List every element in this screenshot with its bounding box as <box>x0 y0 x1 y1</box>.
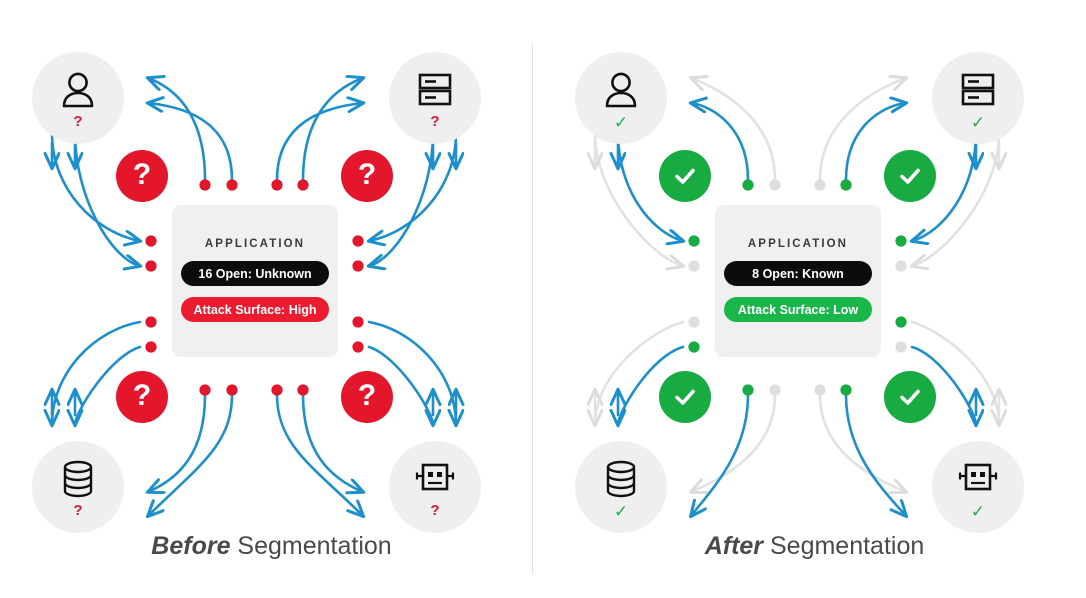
node-status-after: ✓ <box>613 501 629 521</box>
question-mark-icon: ? <box>132 379 152 412</box>
caption-emphasis: Before <box>151 532 231 560</box>
node-database-before[interactable]: ? <box>32 441 124 533</box>
robot-icon <box>415 463 455 490</box>
badge-unknown-top-left[interactable]: ? <box>116 150 168 202</box>
node-status-after: ✓ <box>970 112 986 132</box>
application-card-before: APPLICATION 16 Open: Unknown Attack Surf… <box>172 205 338 357</box>
robot-icon <box>958 463 998 490</box>
application-card-after: APPLICATION 8 Open: Known Attack Surface… <box>715 205 881 357</box>
caption-rest: Segmentation <box>770 532 925 560</box>
check-mark-icon <box>900 168 920 184</box>
caption-after: After Segmentation <box>543 532 1086 561</box>
open-port-dots-before <box>145 179 364 396</box>
badge-unknown-bottom-left[interactable]: ? <box>116 371 168 423</box>
database-icon <box>63 460 93 497</box>
user-icon <box>605 72 637 107</box>
node-user-before[interactable]: ? <box>32 52 124 144</box>
node-user-after[interactable]: ✓ <box>575 52 667 144</box>
caption-rest: Segmentation <box>237 532 392 560</box>
attack-surface-pill: Attack Surface: High <box>181 297 329 322</box>
node-server-before[interactable]: ? <box>389 52 481 144</box>
badge-unknown-top-right[interactable]: ? <box>341 150 393 202</box>
check-mark-icon <box>900 389 920 405</box>
open-ports-pill: 16 Open: Unknown <box>181 261 329 286</box>
panel-before: ? ? ? <box>0 0 543 598</box>
node-status-after: ✓ <box>970 501 986 521</box>
server-icon <box>961 73 995 105</box>
attack-surface-pill: Attack Surface: Low <box>724 297 872 322</box>
node-device-after[interactable]: ✓ <box>932 441 1024 533</box>
badge-verified-top-right[interactable] <box>884 150 936 202</box>
caption-emphasis: After <box>704 532 764 560</box>
panel-divider <box>532 44 533 574</box>
application-card-title: APPLICATION <box>747 238 849 250</box>
database-icon <box>606 460 636 497</box>
server-icon <box>418 73 452 105</box>
badge-unknown-bottom-right[interactable]: ? <box>341 371 393 423</box>
check-mark-icon <box>675 389 695 405</box>
flow-lines-before <box>0 0 543 598</box>
node-server-after[interactable]: ✓ <box>932 52 1024 144</box>
caption-before: Before Segmentation <box>0 532 543 561</box>
open-port-dots-after <box>688 179 907 396</box>
node-status-before: ? <box>430 112 440 130</box>
node-status-before: ? <box>73 501 83 519</box>
badge-verified-bottom-left[interactable] <box>659 371 711 423</box>
badge-verified-bottom-right[interactable] <box>884 371 936 423</box>
flow-lines-after <box>543 0 1086 598</box>
node-database-after[interactable]: ✓ <box>575 441 667 533</box>
panel-after: ✓ ✓ ✓ <box>543 0 1086 598</box>
question-mark-icon: ? <box>357 158 377 191</box>
check-mark-icon <box>675 168 695 184</box>
open-ports-pill: 8 Open: Known <box>724 261 872 286</box>
node-status-after: ✓ <box>613 112 629 132</box>
user-icon <box>62 72 94 107</box>
question-mark-icon: ? <box>357 379 377 412</box>
badge-verified-top-left[interactable] <box>659 150 711 202</box>
application-card-title: APPLICATION <box>204 238 306 250</box>
node-status-before: ? <box>73 112 83 130</box>
question-mark-icon: ? <box>132 158 152 191</box>
node-device-before[interactable]: ? <box>389 441 481 533</box>
node-status-before: ? <box>430 501 440 519</box>
